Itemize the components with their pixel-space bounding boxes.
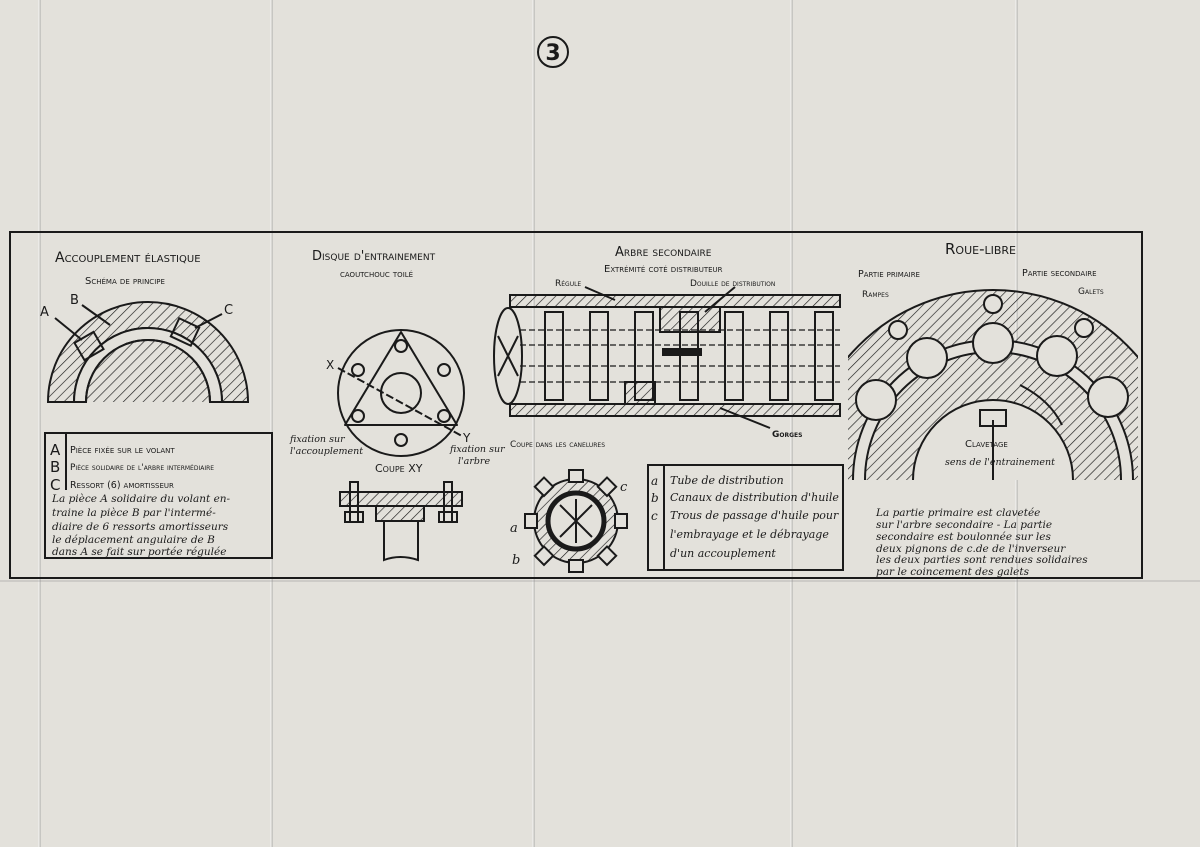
drawing-label: Schéma de principe <box>85 276 165 287</box>
drawing-label: a <box>510 521 518 536</box>
drawing-label: Partie primaire <box>858 269 920 280</box>
drawing-label: B <box>50 458 60 476</box>
drawing-label: A <box>50 441 61 459</box>
shaft-diagram <box>493 286 841 429</box>
drawing-label: les deux parties sont rendues solidaires <box>876 554 1088 566</box>
drawing-label: X <box>326 358 334 372</box>
legend-box-accouplement: A Pièce fixée sur le volant B Pièce soli… <box>44 432 273 559</box>
drawing-label: A <box>40 305 49 320</box>
drawing-label: Coupe XY <box>375 462 423 475</box>
drawing-label: Pièce solidaire de l'arbre intermédiaire <box>70 463 214 473</box>
drawing-label: fixation sur <box>449 444 506 455</box>
drawing-label: Coupe dans les canelures <box>510 440 605 450</box>
drawing-label: l'accouplement <box>290 446 363 457</box>
drawing-label: dans A se fait sur portée régulée <box>52 546 226 558</box>
drawing-label: d'un accouplement <box>670 547 776 560</box>
roue-note: La partie primaire est clavetée sur l'ar… <box>875 507 1088 578</box>
drawing-label: Y <box>462 431 471 445</box>
drawing-label: deux pignons de c.de de l'inverseur <box>876 543 1066 555</box>
legend-box-arbre: a Tube de distribution b Canaux de distr… <box>647 464 844 571</box>
drawing-label: b <box>512 553 520 568</box>
disc-diagram <box>337 329 465 457</box>
drawing-label: sens de l'entrainement <box>945 457 1055 468</box>
drawing-label: Rampes <box>862 290 889 300</box>
drawing-label: le déplacement angulaire de B <box>52 534 215 546</box>
drawing-frame <box>9 231 1143 579</box>
drawing-label: Roue-libre <box>945 240 1016 258</box>
section-arbre: Arbre secondaire Extrémité coté distribu… <box>493 245 844 573</box>
drawing-label: Arbre secondaire <box>615 245 712 260</box>
drawing-label: a <box>651 474 658 488</box>
drawing-label: l'embrayage et le débrayage <box>670 528 829 541</box>
paper-fold <box>0 580 1200 582</box>
paper-fold <box>790 0 793 847</box>
drawing-label: c <box>651 509 658 523</box>
drawing-label: Galets <box>1078 287 1104 297</box>
drawing-label: fixation sur <box>289 434 346 445</box>
coupe-xy-diagram <box>339 481 463 562</box>
drawing-label: par le coincement des galets <box>876 566 1030 578</box>
drawing-label: Douille de distribution <box>690 279 775 289</box>
drawing-label: traine la pièce B par l'intermé- <box>52 507 216 519</box>
drawing-label: C <box>224 303 233 318</box>
drawing-label: caoutchouc toilé <box>340 269 413 280</box>
drawing-label: La pièce A solidaire du volant en- <box>51 493 231 505</box>
drawing-label: Accouplement élastique <box>55 250 201 266</box>
drawing-label: Régule <box>555 279 581 289</box>
drawing-label: Clavetage <box>965 439 1008 450</box>
drawing-label: l'arbre <box>458 456 490 467</box>
drawing-label: Trous de passage d'huile pour <box>670 509 839 522</box>
section-roue-libre: Roue-libre Partie primaire Partie second… <box>848 240 1138 578</box>
drawing-label: c <box>620 480 628 495</box>
drawing-label: Extrémité coté distributeur <box>604 264 723 275</box>
drawing-label: Tube de distribution <box>670 474 784 487</box>
canelure-section <box>524 469 628 573</box>
drawing-label: Pièce fixée sur le volant <box>70 445 175 456</box>
drawing-label: Disque d'entrainement <box>312 249 436 264</box>
drawing-label: La partie primaire est clavetée <box>875 507 1040 519</box>
paper-fold <box>270 0 273 847</box>
section-disque: Disque d'entrainement caoutchouc toilé X… <box>289 249 506 562</box>
drawing-label: Ressort (6) amortisseur <box>70 480 174 491</box>
drawing-label: B <box>70 293 79 308</box>
drawing-label: Gorges <box>772 430 802 440</box>
drawing-label: sur l'arbre secondaire - La partie <box>876 519 1052 531</box>
section-accouplement: Accouplement élastique Schéma de princip… <box>40 250 273 559</box>
drawing-label: b <box>651 491 659 505</box>
freewheel-diagram <box>848 289 1138 480</box>
coupling-diagram <box>46 301 250 403</box>
drawing-label: Partie secondaire <box>1022 268 1097 279</box>
page-number: 3 <box>537 36 569 68</box>
paper-fold <box>532 0 535 847</box>
paper-fold <box>38 0 41 847</box>
drawing-label: diaire de 6 ressorts amortisseurs <box>52 521 229 533</box>
drawing-label: 3 <box>545 41 560 66</box>
drawing-label: Canaux de distribution d'huile <box>670 491 839 504</box>
drawing-label: secondaire est boulonnée sur les <box>876 531 1051 543</box>
drawing-label: C <box>50 476 60 494</box>
